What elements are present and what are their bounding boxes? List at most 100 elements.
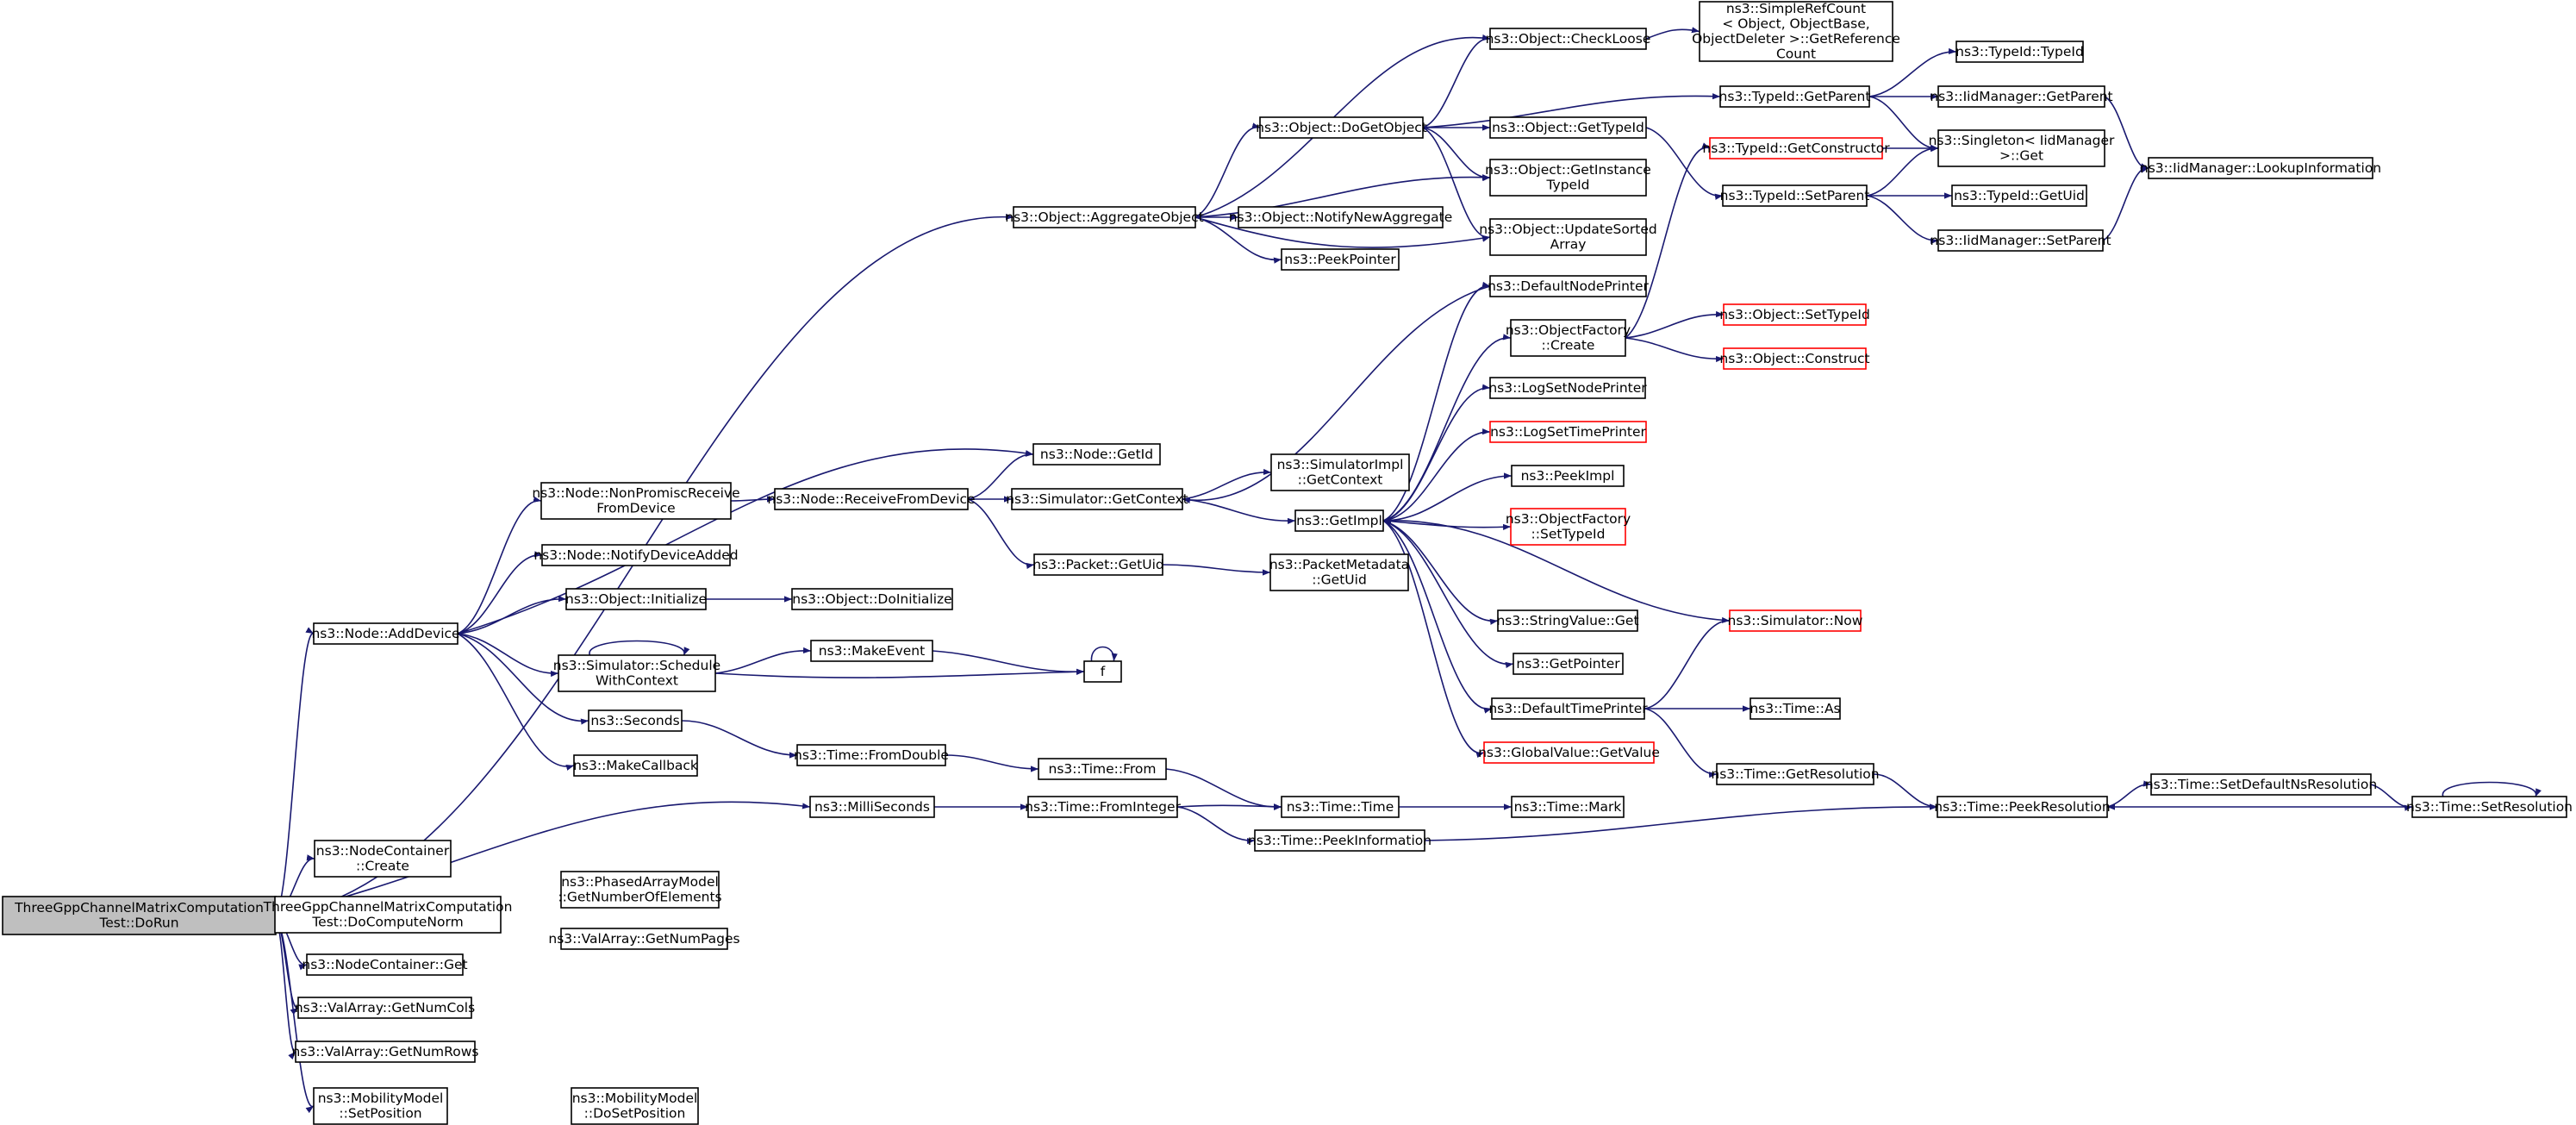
node-packetgetuid[interactable]: ns3::Packet::GetUid [1032, 553, 1164, 576]
node-timetime[interactable]: ns3::Time::Time [1281, 796, 1400, 818]
node-box [1281, 796, 1400, 818]
node-iidsetparent[interactable]: ns3::IidManager::SetParent [1930, 229, 2111, 252]
node-objgettypeid[interactable]: ns3::Object::GetTypeId [1489, 116, 1647, 139]
node-label: ns3::ObjectFactory [1506, 322, 1631, 338]
node-timepeekresolution[interactable]: ns3::Time::PeekResolution [1934, 796, 2111, 818]
node-nodegetid[interactable]: ns3::Node::GetId [1032, 443, 1161, 466]
edge-getimpl-to-defaultnodeprinter [1382, 281, 1491, 522]
node-timegetresolution[interactable]: ns3::Time::GetResolution [1711, 763, 1880, 785]
node-getnumpages[interactable]: ns3::ValArray::GetNumPages [548, 928, 740, 950]
node-box [1489, 28, 1647, 50]
node-globalvalueget[interactable]: ns3::GlobalValue::GetValue [1478, 741, 1660, 764]
node-dogetobject[interactable]: ns3::Object::DoGetObject [1256, 116, 1427, 139]
node-numcols[interactable]: ns3::ValArray::GetNumCols [295, 997, 475, 1019]
node-label: ::GetNumberOfElements [558, 890, 721, 905]
node-label: ns3::Object::UpdateSorted [1479, 222, 1656, 237]
node-ofcreate[interactable]: ns3::ObjectFactory::Create [1506, 319, 1631, 357]
node-getconstructor[interactable]: ns3::TypeId::GetConstructor [1702, 137, 1890, 159]
node-setposition[interactable]: ns3::MobilityModel::SetPosition [313, 1087, 448, 1125]
node-aggregate[interactable]: ns3::Object::AggregateObject [1005, 206, 1204, 228]
node-label: ns3::MakeCallback [573, 758, 698, 773]
node-logsetnodeprinter[interactable]: ns3::LogSetNodePrinter [1488, 377, 1647, 399]
node-label: ns3::Time::Time [1287, 799, 1394, 815]
node-timemark[interactable]: ns3::Time::Mark [1511, 796, 1625, 818]
node-singletonget[interactable]: ns3::Singleton< IidManager>::Get [1929, 129, 2115, 167]
node-box [796, 744, 946, 766]
node-timefrom[interactable]: ns3::Time::From [1038, 758, 1167, 780]
node-label: ns3::IidManager::LookupInformation [2140, 160, 2381, 176]
node-typeidsetparent[interactable]: ns3::TypeId::SetParent [1720, 184, 1870, 207]
node-checkloose[interactable]: ns3::Object::CheckLoose [1486, 28, 1651, 50]
node-getimpl[interactable]: ns3::GetImpl [1294, 509, 1384, 532]
node-box [1722, 184, 1868, 207]
node-notifynewagg[interactable]: ns3::Object::NotifyNewAggregate [1229, 206, 1453, 228]
node-label: ::Create [1542, 338, 1595, 353]
node-nccreate[interactable]: ns3::NodeContainer::Create [314, 840, 452, 878]
node-iidgetparent[interactable]: ns3::IidManager::GetParent [1930, 85, 2113, 108]
node-peekpointer[interactable]: ns3::PeekPointer [1281, 248, 1400, 271]
node-box [1038, 758, 1167, 780]
node-label: ThreeGppChannelMatrixComputation [263, 899, 513, 915]
node-defaulttimeprinter[interactable]: ns3::DefaultTimePrinter [1488, 697, 1648, 720]
node-adddevice[interactable]: ns3::Node::AddDevice [311, 622, 460, 645]
node-box [1511, 465, 1625, 487]
node-box [1269, 553, 1409, 591]
node-docomputenorm[interactable]: ThreeGppChannelMatrixComputationTest::Do… [263, 896, 513, 934]
node-peekinformation[interactable]: ns3::Time::PeekInformation [1248, 829, 1431, 852]
node-lookupinfo[interactable]: ns3::IidManager::LookupInformation [2140, 157, 2381, 179]
node-setdefaultns[interactable]: ns3::Time::SetDefaultNsResolution [2145, 773, 2377, 796]
node-typeidgetuid[interactable]: ns3::TypeId::GetUid [1951, 184, 2087, 207]
node-label: ns3::TypeId::GetParent [1719, 89, 1871, 104]
edge-simgetcontext-to-simimplgetcontext [1182, 468, 1272, 500]
node-objdoinitialize[interactable]: ns3::Object::DoInitialize [791, 588, 953, 610]
node-getrefcount[interactable]: ns3::SimpleRefCount< Object, ObjectBase,… [1692, 1, 1900, 62]
node-stringvalueget[interactable]: ns3::StringValue::Get [1496, 609, 1639, 632]
node-box [1281, 248, 1400, 271]
node-ofsettypeid[interactable]: ns3::ObjectFactory::SetTypeId [1506, 508, 1631, 546]
node-pmgetuid[interactable]: ns3::PacketMetadata::GetUid [1269, 553, 1409, 591]
node-defaultnodeprinter[interactable]: ns3::DefaultNodePrinter [1488, 275, 1650, 297]
node-typeidgetparent[interactable]: ns3::TypeId::GetParent [1719, 85, 1871, 108]
node-simgetcontext[interactable]: ns3::Simulator::GetContext [1006, 488, 1188, 510]
node-box [1510, 319, 1626, 357]
node-logsettimeprinter[interactable]: ns3::LogSetTimePrinter [1489, 421, 1647, 443]
node-timesetresolution[interactable]: ns3::Time::SetResolution [2406, 796, 2573, 818]
node-numrows[interactable]: ns3::ValArray::GetNumRows [292, 1041, 479, 1063]
node-label: ns3::Object::AggregateObject [1005, 209, 1203, 225]
node-label: ns3::SimulatorImpl [1277, 457, 1404, 472]
node-label: ns3::Simulator::Schedule [553, 658, 720, 673]
node-ncget[interactable]: ns3::NodeContainer::Get [302, 953, 468, 976]
node-box [314, 840, 452, 878]
node-simimplgetcontext[interactable]: ns3::SimulatorImpl::GetContext [1270, 453, 1410, 491]
node-objconstruct[interactable]: ns3::Object::Construct [1719, 347, 1870, 370]
node-timefromdouble[interactable]: ns3::Time::FromDouble [794, 744, 949, 766]
edge-packetgetuid-to-pmgetuid [1162, 564, 1271, 576]
node-notifydeviceadded[interactable]: ns3::Node::NotifyDeviceAdded [533, 544, 739, 566]
node-objinitialize[interactable]: ns3::Object::Initialize [565, 588, 707, 610]
node-box [1709, 137, 1883, 159]
node-milliseconds[interactable]: ns3::MilliSeconds [809, 796, 935, 818]
node-label: ns3::GetPointer [1516, 656, 1620, 672]
node-f[interactable]: f [1083, 660, 1122, 683]
node-makeevent[interactable]: ns3::MakeEvent [810, 640, 933, 662]
edge-timefrominteger-to-timetime [1176, 803, 1282, 810]
node-receivefromdevice[interactable]: ns3::Node::ReceiveFromDevice [767, 488, 976, 510]
node-typeidtypeid[interactable]: ns3::TypeId::TypeId [1955, 41, 2084, 63]
node-dosetposition[interactable]: ns3::MobilityModel::DoSetPosition [571, 1087, 699, 1125]
node-box [1719, 85, 1870, 108]
node-timeas[interactable]: ns3::Time::As [1750, 697, 1841, 720]
node-getpointer[interactable]: ns3::GetPointer [1513, 653, 1624, 675]
node-seconds[interactable]: ns3::Seconds [588, 709, 683, 732]
node-objsettypeid[interactable]: ns3::Object::SetTypeId [1719, 303, 1870, 326]
node-root[interactable]: ThreeGppChannelMatrixComputationTest::Do… [2, 896, 277, 935]
node-simnow[interactable]: ns3::Simulator::Now [1728, 609, 1863, 632]
node-peekimpl[interactable]: ns3::PeekImpl [1511, 465, 1625, 487]
node-getnumelements[interactable]: ns3::PhasedArrayModel::GetNumberOfElemen… [558, 871, 722, 909]
node-makecallback[interactable]: ns3::MakeCallback [573, 754, 698, 777]
node-label: ns3::TypeId::TypeId [1955, 44, 2084, 59]
node-timefrominteger[interactable]: ns3::Time::FromInteger [1025, 796, 1181, 818]
